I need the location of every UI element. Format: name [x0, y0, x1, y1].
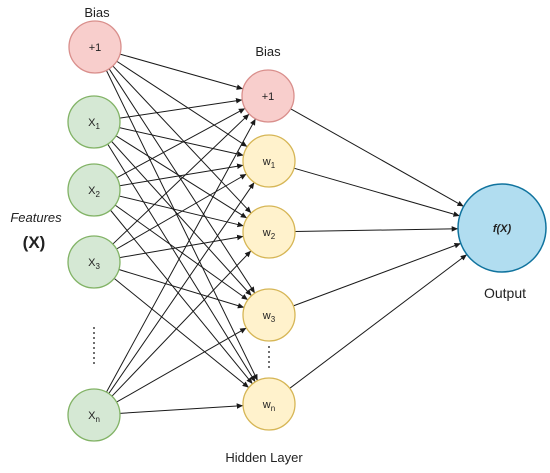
hidden-bias-label: Bias — [255, 44, 281, 59]
edge-hidden3-output — [293, 242, 461, 307]
edge-input0-hidden3 — [108, 68, 256, 294]
hidden-node-0-circle — [241, 69, 295, 123]
edge-input3-hidden1 — [116, 173, 247, 250]
edge-input4-hidden0 — [106, 118, 256, 393]
hidden-node-2: w2 — [242, 205, 296, 259]
edge-input1-hidden3 — [111, 140, 252, 297]
edge-input2-hidden4 — [110, 209, 253, 385]
input-node-0-circle — [68, 20, 122, 74]
output-node: f(X) — [457, 183, 547, 273]
hidden-layer-label: Hidden Layer — [225, 450, 303, 465]
edge-input0-hidden4 — [105, 70, 259, 381]
edge-input0-hidden0 — [119, 53, 244, 90]
input-node-3-circle — [67, 235, 121, 289]
edge-input4-hidden2 — [111, 250, 252, 397]
edge-hidden0-output — [290, 108, 464, 207]
output-label: Output — [484, 285, 526, 301]
input-node-1: X1 — [67, 95, 121, 149]
edge-input3-hidden0 — [112, 113, 250, 245]
hidden-node-1-circle — [242, 134, 296, 188]
edge-input2-hidden1 — [119, 163, 244, 187]
input-node-4: Xn — [67, 388, 121, 442]
edge-input1-hidden1 — [119, 127, 244, 157]
edge-input3-hidden4 — [113, 277, 250, 389]
features-symbol: (X) — [23, 233, 46, 252]
edge-input1-hidden2 — [115, 135, 248, 219]
edge-input4-hidden1 — [108, 182, 255, 394]
edge-input1-hidden0 — [119, 98, 243, 119]
hidden-node-0: +1 — [241, 69, 295, 123]
input-node-0-label: +1 — [89, 42, 102, 54]
input-node-3: X3 — [67, 235, 121, 289]
input-node-4-circle — [67, 388, 121, 442]
input-node-4-label: Xn — [88, 410, 100, 424]
edge-hidden4-output — [289, 254, 468, 389]
edge-input4-hidden3 — [116, 327, 247, 403]
input-bias-label: Bias — [84, 5, 110, 20]
edge-input0-hidden1 — [116, 60, 248, 148]
hidden-node-0-label: +1 — [262, 91, 275, 103]
input-node-2: X2 — [67, 163, 121, 217]
hidden-node-3: w3 — [242, 288, 296, 342]
input-node-0: +1 — [68, 20, 122, 74]
features-label: Features — [10, 210, 62, 225]
output-node-circle — [457, 183, 547, 273]
hidden-node-4-circle — [242, 377, 296, 431]
edge-input2-hidden0 — [116, 107, 246, 179]
edge-input0-hidden2 — [112, 65, 252, 214]
hidden-node-2-circle — [242, 205, 296, 259]
edge-input4-hidden4 — [119, 403, 244, 414]
input-node-2-circle — [67, 163, 121, 217]
output-node-label: f(X) — [493, 223, 512, 235]
connection-edges — [105, 53, 468, 414]
hidden-node-1: w1 — [242, 134, 296, 188]
edge-hidden1-output — [293, 167, 460, 217]
edge-input3-hidden2 — [119, 234, 244, 259]
edge-hidden2-output — [294, 226, 459, 233]
input-node-1-circle — [67, 95, 121, 149]
hidden-node-3-circle — [242, 288, 296, 342]
hidden-node-4: wn — [242, 377, 296, 431]
